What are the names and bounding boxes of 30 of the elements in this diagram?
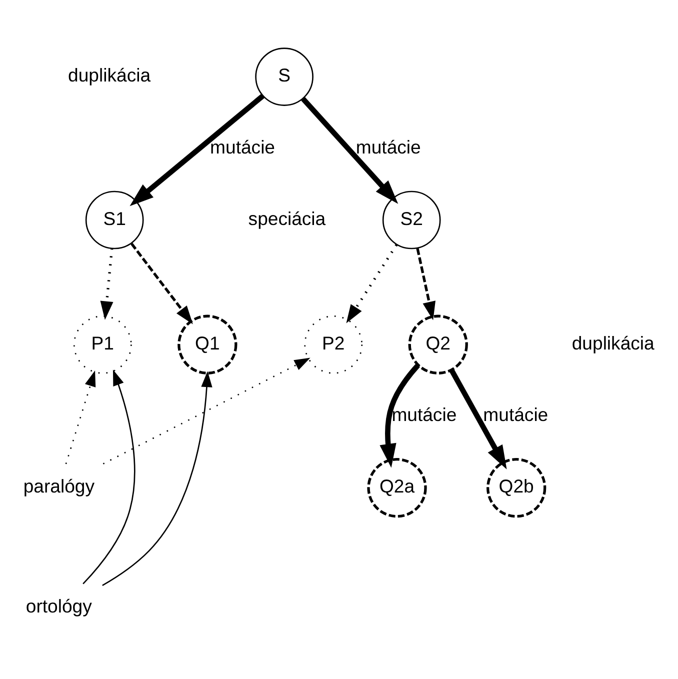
node-circle: Q2b	[486, 458, 546, 518]
node-text: paralógy	[23, 475, 94, 496]
node-circle: P1	[74, 314, 132, 374]
arrow	[301, 96, 398, 204]
node-circle: S1	[85, 190, 144, 249]
arrow	[82, 369, 136, 584]
arrow	[130, 93, 264, 206]
edge-label: mutácie	[483, 404, 548, 425]
edge-label: mutácie	[392, 404, 457, 425]
arrow	[449, 368, 507, 469]
arrow	[130, 242, 193, 324]
arrow	[102, 357, 310, 464]
arrow	[346, 244, 398, 323]
edge-label: mutácie	[356, 136, 421, 157]
edge-label: mutácie	[210, 136, 276, 157]
label: duplikácia	[572, 332, 654, 354]
arrow	[416, 248, 436, 320]
node-text: ortológy	[26, 595, 92, 616]
label: duplikácia	[68, 64, 151, 86]
node-circle: S2	[382, 190, 441, 249]
arrow	[100, 248, 114, 320]
arrow	[380, 362, 420, 468]
arrow	[102, 370, 212, 586]
node-circle: S	[255, 47, 314, 106]
node-circle: P2	[304, 314, 363, 374]
arrow	[65, 370, 96, 464]
node-circle: Q2	[408, 314, 468, 374]
node-circle: Q1	[178, 314, 238, 374]
node-circle: Q2a	[367, 458, 427, 518]
label: speciácia	[248, 207, 326, 228]
